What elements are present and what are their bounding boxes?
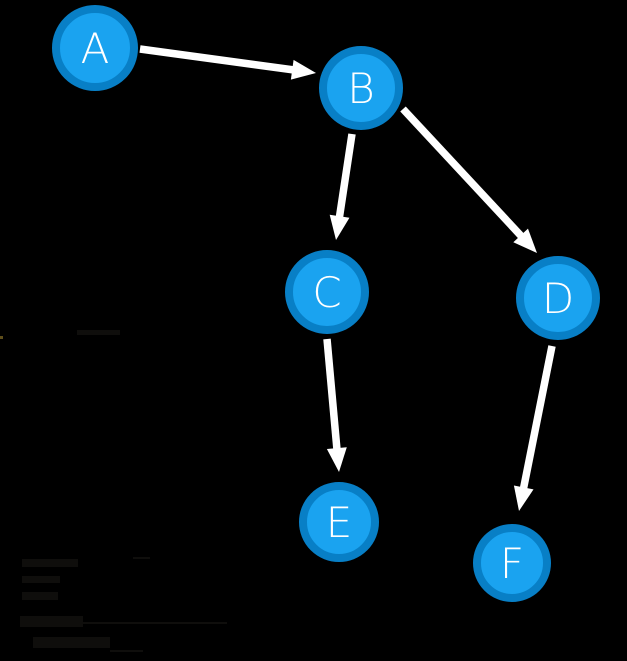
node-f[interactable]: F [473, 524, 551, 602]
node-circle[interactable] [319, 46, 403, 130]
arrowhead-icon [513, 485, 534, 511]
edge-c-e [323, 338, 347, 472]
edge-d-f [513, 345, 556, 511]
node-label: D [542, 274, 574, 323]
node-b[interactable]: B [319, 46, 403, 130]
arrowhead-icon [326, 447, 347, 472]
node-circle[interactable] [473, 524, 551, 602]
node-circle[interactable] [299, 482, 379, 562]
node-label: A [81, 24, 110, 73]
node-circle[interactable] [516, 256, 600, 340]
arrowhead-icon [513, 228, 537, 253]
edge-a-b [139, 45, 316, 80]
node-circle[interactable] [285, 250, 369, 334]
node-e[interactable]: E [299, 482, 379, 562]
node-circle[interactable] [52, 5, 138, 91]
node-label: C [312, 268, 341, 317]
arrowhead-icon [329, 214, 350, 240]
node-label: B [347, 64, 375, 113]
arrowhead-icon [290, 59, 316, 80]
node-label: F [500, 539, 524, 588]
edge-b-d [400, 106, 537, 253]
node-label: E [326, 498, 353, 547]
node-c[interactable]: C [285, 250, 369, 334]
node-d[interactable]: D [516, 256, 600, 340]
edge-b-c [329, 133, 356, 240]
node-a[interactable]: A [52, 5, 138, 91]
